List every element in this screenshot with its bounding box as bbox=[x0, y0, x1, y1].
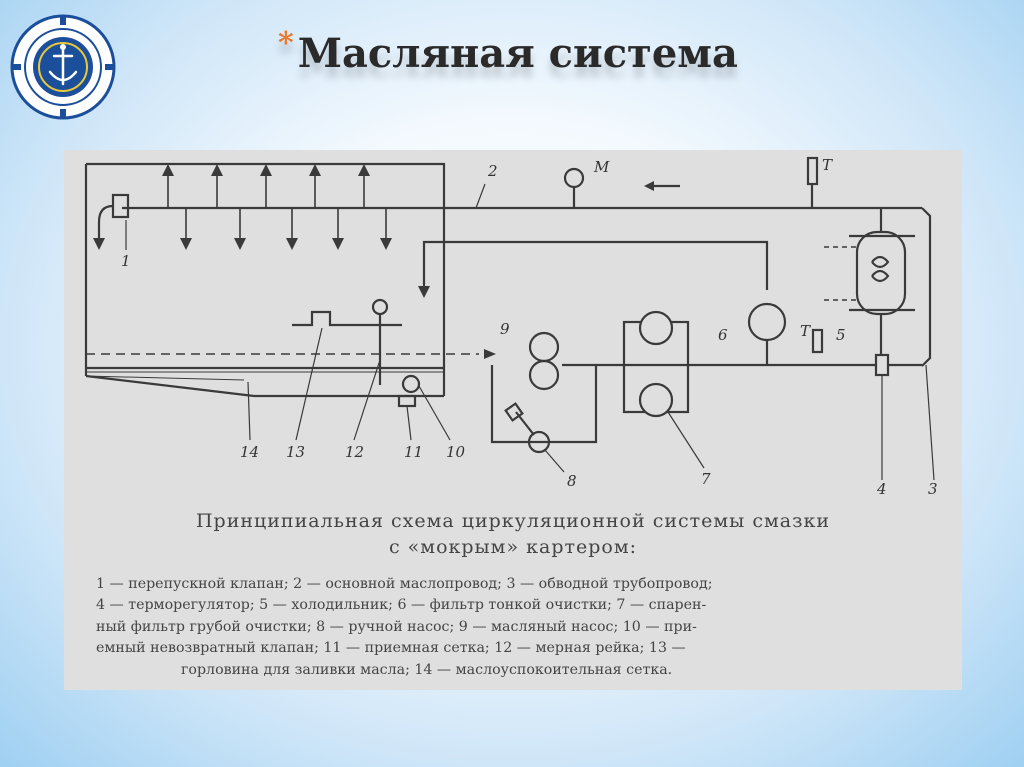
label-10: 10 bbox=[446, 443, 466, 461]
page-title: *Масляная система bbox=[278, 26, 798, 86]
label-t-mid: Т bbox=[800, 322, 811, 340]
legend-line-4: емный невозвратный клапан; 11 — приемная… bbox=[96, 640, 686, 657]
figure-legend: 1 — перепускной клапан; 2 — основной мас… bbox=[96, 574, 936, 681]
label-m: М bbox=[594, 158, 610, 176]
label-5: 5 bbox=[836, 326, 846, 344]
label-1: 1 bbox=[121, 252, 131, 270]
label-7: 7 bbox=[701, 470, 711, 488]
label-13: 13 bbox=[286, 443, 306, 461]
legend-line-5: горловина для заливки масла; 14 — маслоу… bbox=[181, 661, 673, 678]
title-bullet-star: * bbox=[278, 26, 294, 61]
label-8: 8 bbox=[567, 472, 577, 490]
label-11: 11 bbox=[404, 443, 424, 461]
legend-line-1: 1 — перепускной клапан; 2 — основной мас… bbox=[96, 576, 713, 592]
figure-caption-line-1: Принципиальная схема циркуляционной сист… bbox=[195, 510, 830, 532]
label-2: 2 bbox=[488, 162, 498, 180]
system-schematic bbox=[84, 156, 935, 481]
label-t-top: Т bbox=[822, 156, 833, 174]
figure-caption-line-2: с «мокрым» картером: bbox=[388, 536, 638, 558]
label-4: 4 bbox=[877, 480, 887, 498]
lubrication-diagram-figure: 1 2 М Т Т 5 6 9 8 7 4 3 14 13 12 11 10 П… bbox=[64, 150, 962, 690]
university-logo bbox=[10, 14, 116, 120]
legend-line-2: 4 — терморегулятор; 5 — холодильник; 6 —… bbox=[96, 597, 707, 614]
label-9: 9 bbox=[500, 320, 510, 338]
label-3: 3 bbox=[928, 480, 938, 498]
label-6: 6 bbox=[718, 326, 728, 344]
label-12: 12 bbox=[345, 443, 365, 461]
label-14: 14 bbox=[240, 443, 260, 461]
title-text: Масляная система bbox=[297, 30, 738, 77]
legend-line-3: ный фильтр грубой очистки; 8 — ручной на… bbox=[96, 618, 697, 635]
